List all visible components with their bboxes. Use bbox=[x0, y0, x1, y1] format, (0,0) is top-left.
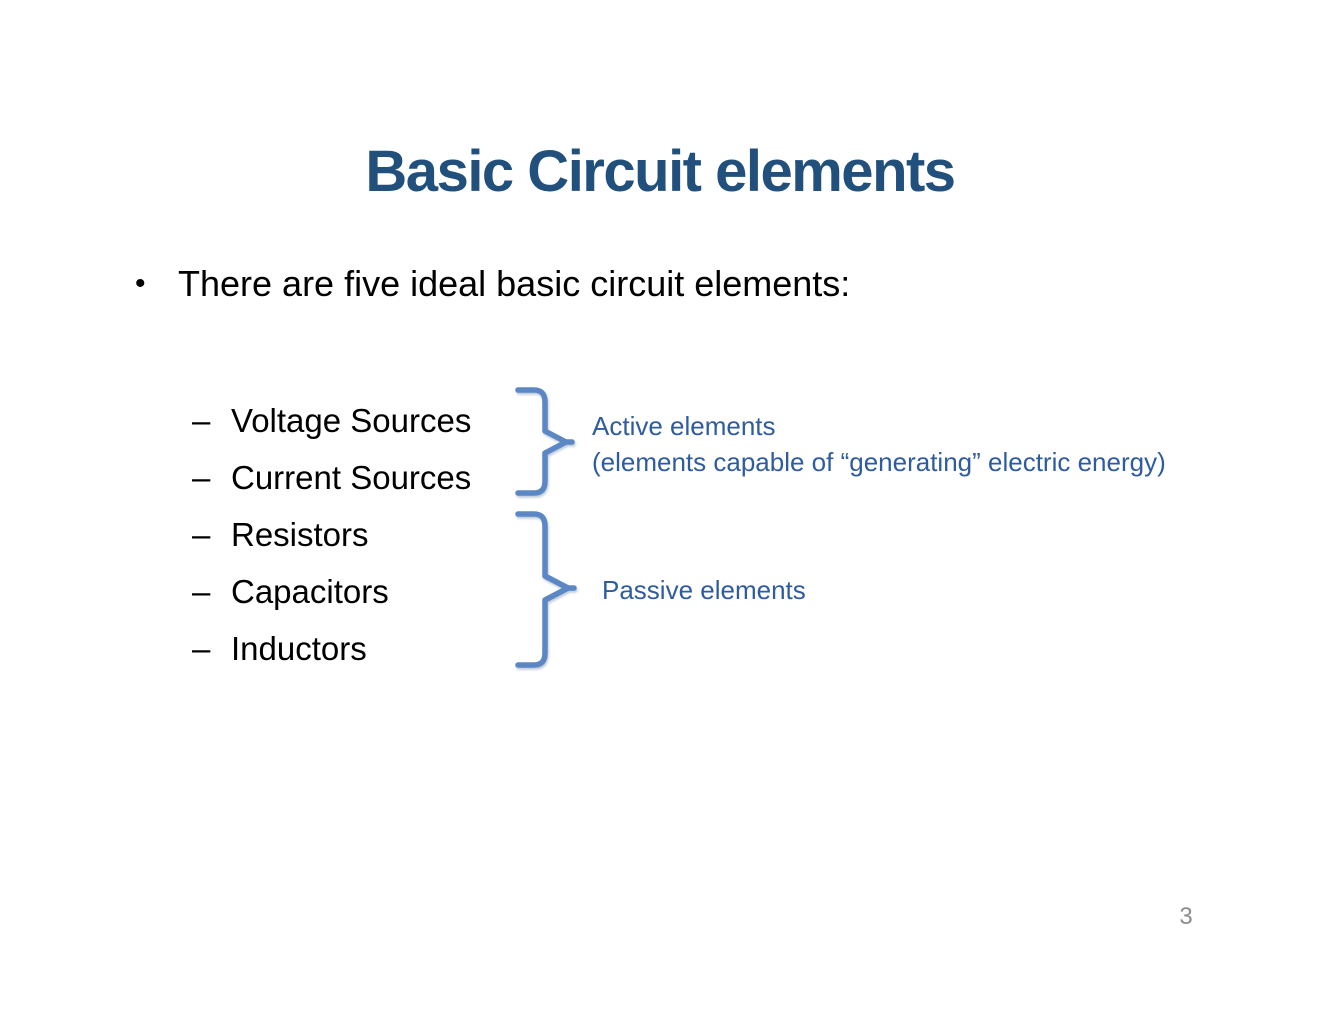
list-item: – Resistors bbox=[192, 506, 471, 563]
list-item: – Current Sources bbox=[192, 449, 471, 506]
active-elements-label: Active elements (elements capable of “ge… bbox=[592, 408, 1166, 480]
list-item-label: Resistors bbox=[231, 515, 369, 553]
dash-marker: – bbox=[192, 458, 211, 496]
list-item: – Capacitors bbox=[192, 563, 471, 620]
list-item-label: Voltage Sources bbox=[231, 401, 472, 439]
dash-marker: – bbox=[192, 515, 211, 553]
right-brace-icon bbox=[515, 387, 575, 496]
list-item-label: Inductors bbox=[231, 629, 367, 667]
dash-marker: – bbox=[192, 572, 211, 610]
active-elements-line1: Active elements bbox=[592, 411, 776, 441]
right-brace-icon bbox=[515, 511, 577, 668]
bullet-marker: • bbox=[135, 267, 146, 300]
dash-marker: – bbox=[192, 629, 211, 667]
page-number: 3 bbox=[1179, 903, 1193, 930]
passive-elements-label: Passive elements bbox=[602, 575, 806, 605]
bullet-text: There are five ideal basic circuit eleme… bbox=[178, 263, 851, 304]
dash-marker: – bbox=[192, 401, 211, 439]
active-elements-line2: (elements capable of “generating” electr… bbox=[592, 447, 1166, 477]
list-item-label: Current Sources bbox=[231, 458, 472, 496]
page-title: Basic Circuit elements bbox=[365, 139, 956, 204]
list-item: – Voltage Sources bbox=[192, 392, 471, 449]
bullet-item: • There are five ideal basic circuit ele… bbox=[135, 262, 850, 306]
list-item: – Inductors bbox=[192, 620, 471, 677]
list-item-label: Capacitors bbox=[231, 572, 389, 610]
element-list: – Voltage Sources – Current Sources – Re… bbox=[192, 392, 471, 677]
